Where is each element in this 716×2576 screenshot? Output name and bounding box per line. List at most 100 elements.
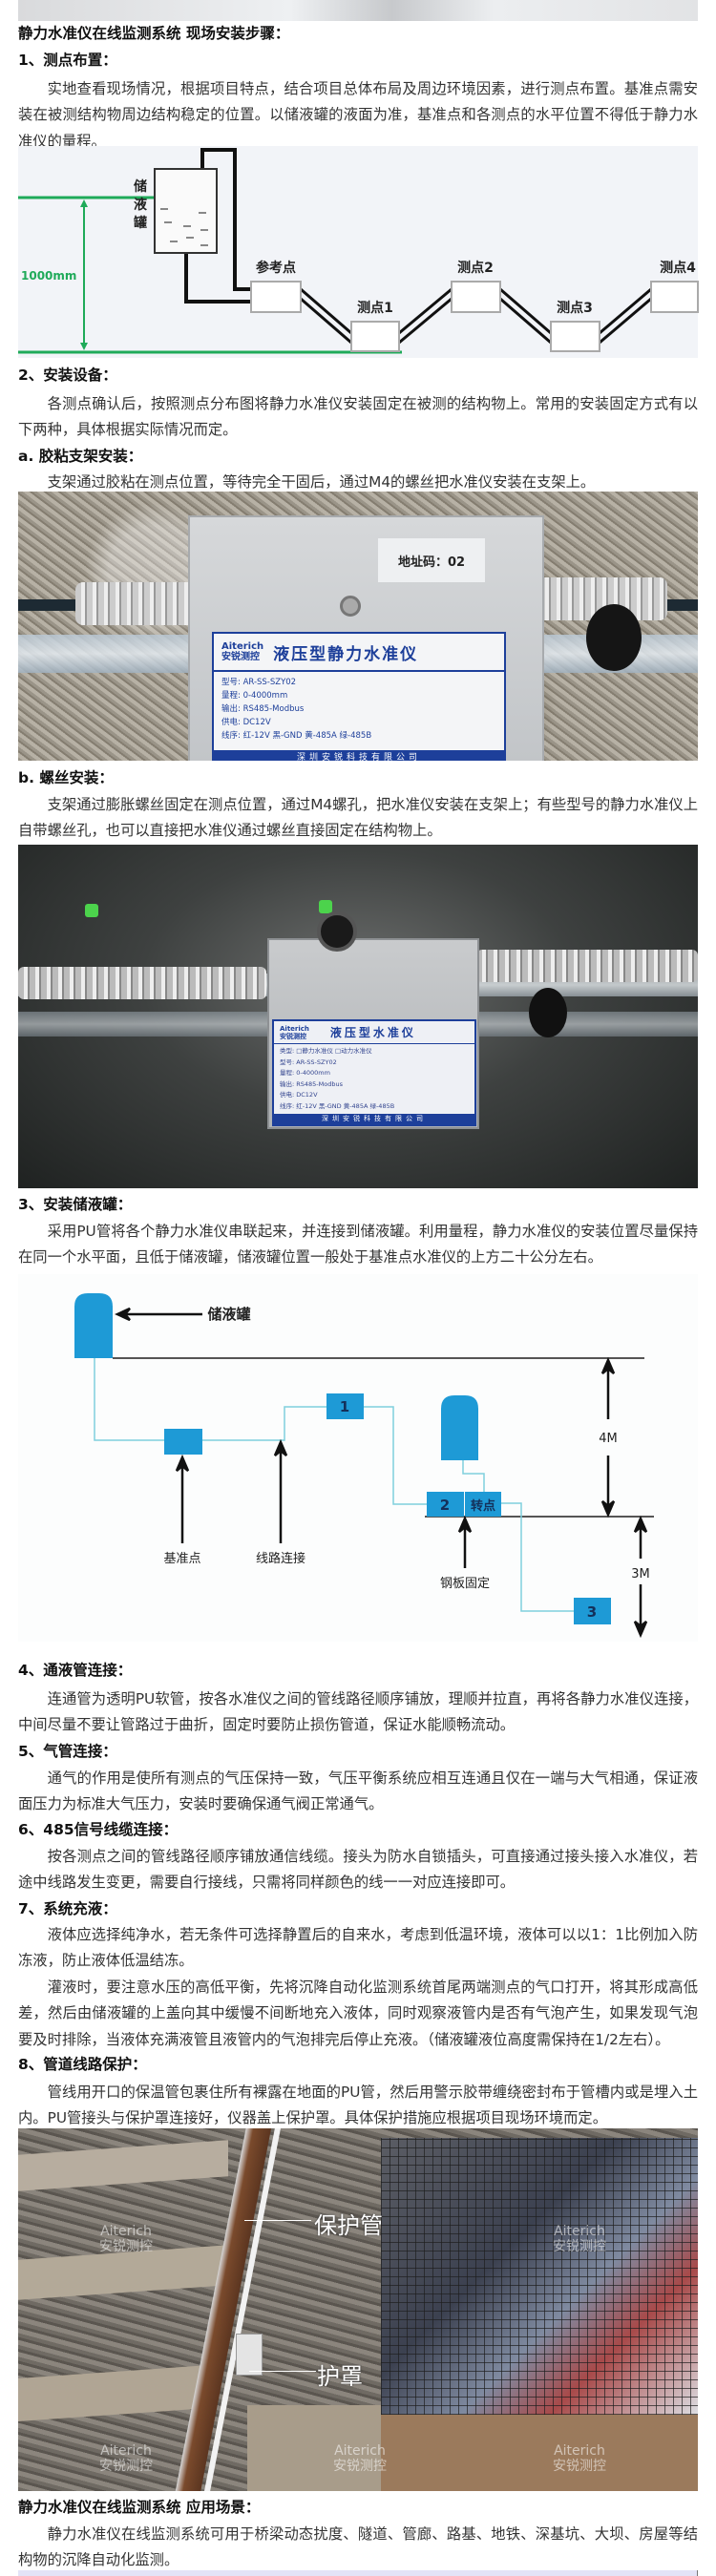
cap-icon [529,988,567,1037]
watermark-text-cn: 安锐测控 [553,2459,606,2474]
reference-point-box [250,281,302,313]
point-3-box [550,321,600,352]
section-7-text-1: 液体应选择纯净水，若无条件可选择静置后的自来水，考虑到低温环境，液体可以以1：1… [18,1926,698,1970]
tank-label-char: 罐 [133,215,147,231]
spec-line: 供电: DC12V [221,718,271,727]
spec-line: 量程: 0-4000mm [280,1069,330,1077]
turn-point-tank-icon [441,1395,478,1460]
section-3-heading: 3、安装储液罐： [18,1196,133,1213]
base-point-box [164,1429,202,1455]
spec-line: 供电: DC12V [280,1091,318,1099]
method-a-text: 支架通过胶粘在测点位置，等待完全干固后，通过M4的螺丝把水准仪安装在支架上。 [47,473,596,491]
watermark-text-cn: 安锐测控 [333,2459,387,2474]
watermark-text: Aiterich [554,2443,605,2459]
application-heading: 静力水准仪在线监测系统 应用场景： [18,2499,261,2516]
measurement-point-layout-diagram: 1000mm 储 液 罐 参考点 测点1 测点2 测点3 测点4 [18,146,699,358]
storage-tank [154,168,218,254]
spec-line: 输出: RS485-Modbus [221,704,305,714]
wire-mesh [381,2138,698,2415]
cover-label: 护罩 [317,2363,363,2390]
height-3m-label: 3M [631,1567,650,1581]
method-b-heading: b. 螺丝安装： [18,769,114,786]
section-8-text: 管线用开口的保温管包裹住所有裸露在地面的PU管，然后用警示胶带缠绕密封布于管槽内… [18,2084,698,2127]
brand-logo: Aiterich [221,641,264,652]
tank-label-char: 储 [133,178,147,195]
watermark-text-cn: 安锐测控 [99,2239,153,2254]
box-label: 转点 [471,1498,495,1514]
section-2-text: 各测点确认后，按照测点分布图将静力水准仪安装固定在被测的结构物上。常用的安装固定… [18,395,698,439]
spec-line: 型号: AR-SS-SZY02 [280,1058,337,1066]
page-title: 静力水准仪在线监测系统 现场安装步骤： [18,25,290,42]
protection-pipe-label: 保护管 [314,2212,383,2239]
application-text: 静力水准仪在线监测系统可用于桥梁动态扰度、隧道、管廊、路基、地铁、深基坑、大坝、… [18,2525,698,2569]
section-6-text: 按各测点之间的管线路径顺序铺放通信线缆。接头为防水自锁插头，可直接通过接头接入水… [18,1848,698,1892]
point-1-box [350,321,400,352]
spec-line: 线序: 红-12V 黑-GND 黄-485A 绿-485B [221,731,372,741]
method-a-heading: a. 胶粘支架安装： [18,448,143,465]
watermark-text-cn: 安锐测控 [99,2459,153,2474]
line-connection-label: 线路连接 [256,1551,305,1566]
tank-label: 储液罐 [207,1306,250,1323]
section-1-heading: 1、测点布置： [18,52,117,69]
brand-logo-cn: 安锐测控 [280,1032,306,1040]
point-label: 测点1 [357,300,393,316]
box-label: 3 [587,1603,597,1621]
connector-left [75,582,200,625]
brand-logo: Aiterich [280,1024,309,1033]
section-1-text: 实地查看现场情况，根据项目特点，结合项目总体布局及周边环境因素，进行测点布置。基… [18,80,698,150]
section-6-heading: 6、485信号线缆连接： [18,1821,179,1838]
point-2-box [427,1492,464,1517]
box-label: 2 [440,1497,450,1514]
section-4-text: 连通管为透明PU软管，按各水准仪之间的管线路径顺序铺放，理顺并拉直，再将各静力水… [18,1690,698,1734]
section-7-heading: 7、系统充液： [18,1900,117,1917]
section-8-heading: 8、管道线路保护： [18,2056,147,2073]
storage-tank-installation-diagram: 1 2 转点 3 储液罐 4M 3M 基准点 线路连接 钢板固定 [18,1274,698,1642]
spec-line: 型号: AR-SS-SZY02 [221,678,297,687]
section-3-text: 采用PU管将各个静力水准仪串联起来，并连接到储液罐。利用量程，静力水准仪的安装位… [18,1223,698,1267]
watermark-text: Aiterich [100,2224,152,2239]
turn-point-box [465,1492,501,1517]
bottom-bar [18,2570,698,2576]
section-2-heading: 2、安装设备： [18,367,117,384]
section-7-text-2: 灌液时，要注意水压的高低平衡，先将沉降自动化监测系统首尾两端测点的气口打开，将其… [18,1979,698,2048]
spec-line: 量程: 0-4000mm [221,691,288,701]
spec-line: 类型: □静力水准仪 □动力水准仪 [280,1047,372,1055]
section-5-text: 通气的作用是使所有测点的气压保持一致，气压平衡系统应相互连通且仅在一端与大气相通… [18,1770,698,1813]
cap-icon [586,604,642,671]
section-4-heading: 4、通液管连接： [18,1662,133,1679]
product-name: 液压型水准仪 [329,1026,416,1039]
point-label: 测点4 [660,260,696,276]
spec-line: 线序: 红-12V 黑-GND 黄-485A 绿-485B [280,1101,395,1110]
spec-line: 输出: RS485-Modbus [280,1079,343,1088]
top-photo-fragment [18,0,698,21]
watermark-text-cn: 安锐测控 [553,2239,606,2254]
steel-plate-label: 钢板固定 [440,1577,490,1591]
section-5-heading: 5、气管连接： [18,1743,117,1760]
product-name: 液压型静力水准仪 [273,644,419,664]
method-b-text: 支架通过膨胀螺丝固定在测点位置，通过M4螺孔，把水准仪安装在支架上；有些型号的静… [18,796,698,840]
point-2-box [451,281,501,313]
point-3-box [574,1598,611,1624]
point-4-box [650,281,699,313]
tank-label-char: 液 [134,197,148,213]
watermark-text: Aiterich [554,2224,605,2239]
point-label: 测点3 [557,300,593,316]
point-label: 参考点 [256,260,296,276]
height-4m-label: 4M [599,1432,618,1446]
point-1-box [326,1393,364,1419]
protective-cover [236,2334,263,2376]
brand-logo-cn: 安锐测控 [221,652,260,662]
point-label: 测点2 [457,260,494,276]
watermark-text: Aiterich [100,2443,152,2459]
